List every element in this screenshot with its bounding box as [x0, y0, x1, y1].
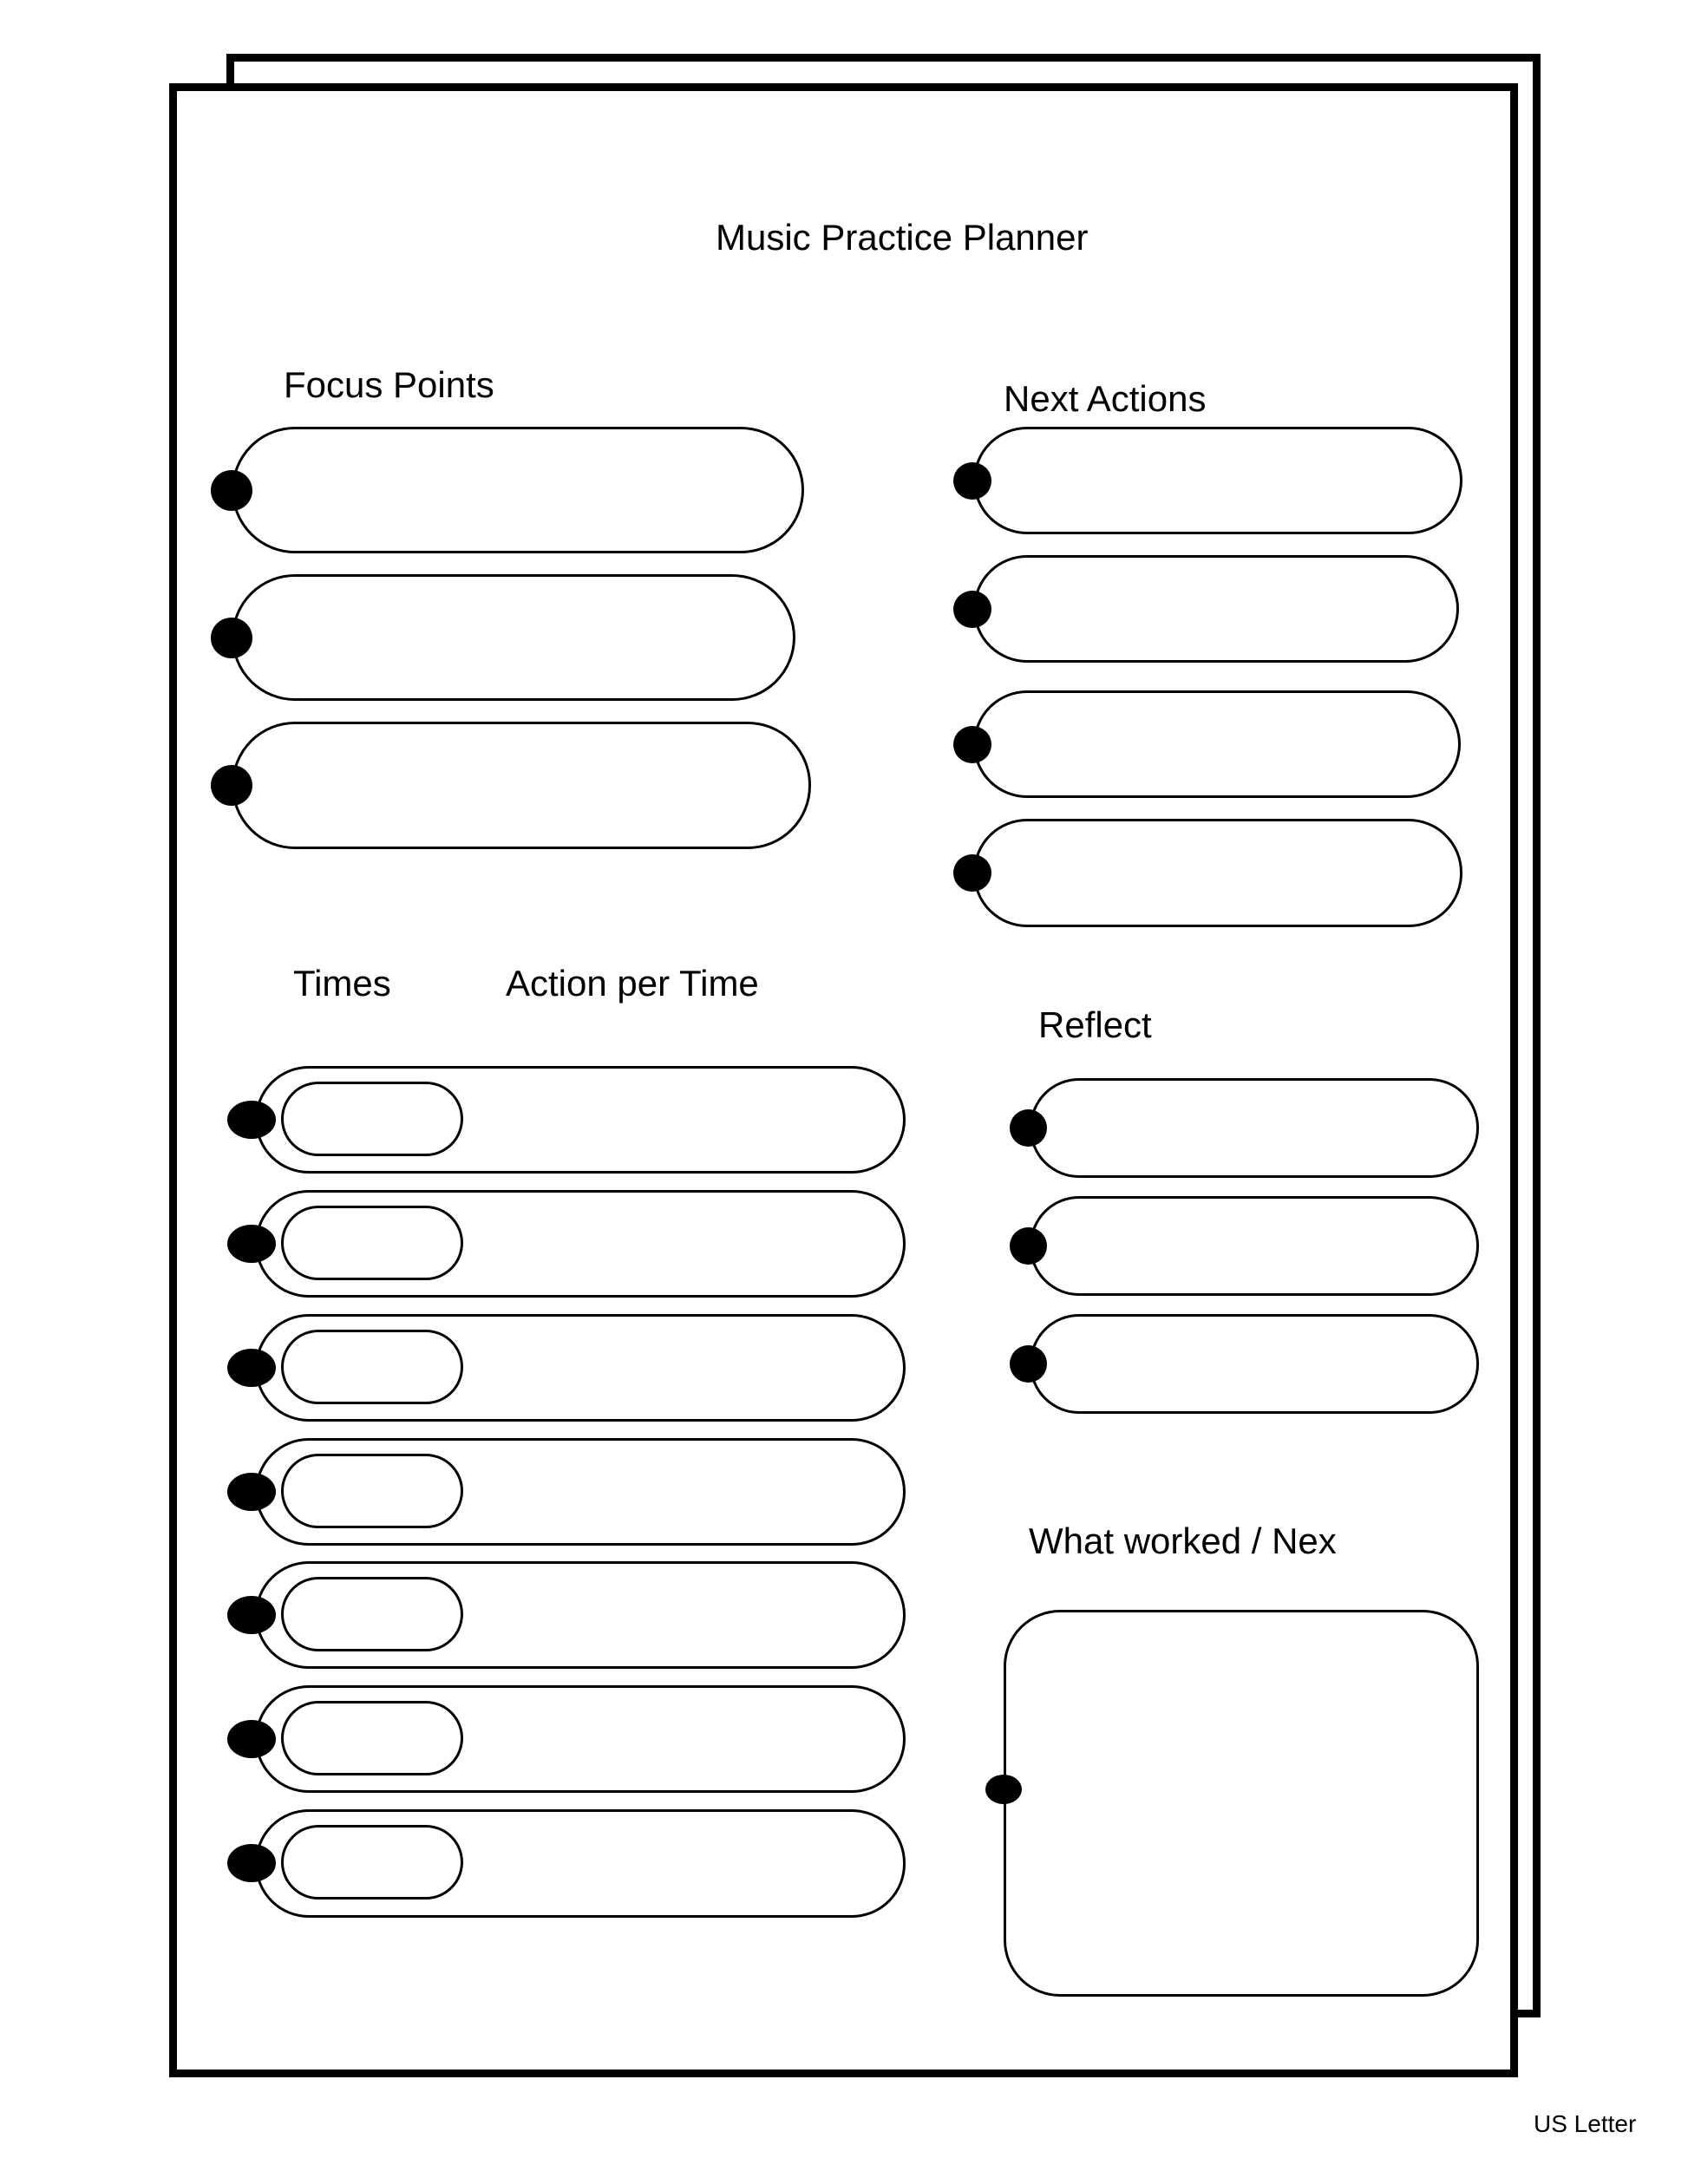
- reflect-bullet-dot: [1010, 1227, 1047, 1265]
- next-action-bullet-dot: [953, 591, 991, 628]
- next-action-bullet-dot: [953, 854, 991, 892]
- reflect-slot[interactable]: [1030, 1196, 1479, 1296]
- time-field[interactable]: [281, 1454, 463, 1528]
- page-size-label: US Letter: [1534, 2110, 1637, 2137]
- times-bullet-dot: [227, 1349, 276, 1387]
- next-action-bullet-dot: [953, 726, 991, 763]
- times-bullet-dot: [227, 1225, 276, 1263]
- times-bullet-dot: [227, 1720, 276, 1758]
- next-action-bullet-dot: [953, 462, 991, 500]
- reflect-bullet-dot: [1010, 1345, 1047, 1383]
- times-bullet-dot: [227, 1101, 276, 1139]
- focus-bullet-dot: [211, 618, 252, 658]
- reflect-bullet-dot: [1010, 1109, 1047, 1147]
- next-action-slot[interactable]: [973, 690, 1461, 798]
- focus-bullet-dot: [211, 470, 252, 511]
- time-field[interactable]: [281, 1577, 463, 1651]
- time-field[interactable]: [281, 1330, 463, 1404]
- what-worked-bullet-dot: [985, 1775, 1022, 1804]
- time-field[interactable]: [281, 1825, 463, 1900]
- times-bullet-dot: [227, 1596, 276, 1634]
- action-per-time-heading: Action per Time: [506, 963, 759, 1004]
- time-field[interactable]: [281, 1701, 463, 1775]
- focus-slot[interactable]: [232, 427, 804, 553]
- what-worked-notes-box[interactable]: [1004, 1610, 1479, 1997]
- time-field[interactable]: [281, 1206, 463, 1280]
- reflect-slot[interactable]: [1030, 1314, 1479, 1414]
- times-bullet-dot: [227, 1844, 276, 1882]
- times-bullet-dot: [227, 1473, 276, 1511]
- reflect-slot[interactable]: [1030, 1078, 1479, 1178]
- next-action-slot[interactable]: [973, 427, 1462, 534]
- times-heading: Times: [293, 963, 391, 1004]
- focus-points-heading: Focus Points: [284, 364, 494, 405]
- next-action-slot[interactable]: [973, 819, 1462, 927]
- focus-slot[interactable]: [232, 722, 811, 849]
- page-title: Music Practice Planner: [716, 217, 1089, 258]
- focus-bullet-dot: [211, 765, 252, 806]
- time-field[interactable]: [281, 1082, 463, 1156]
- reflect-heading: Reflect: [1038, 1004, 1152, 1045]
- what-worked-heading: What worked / Nex: [1029, 1520, 1337, 1561]
- next-action-slot[interactable]: [973, 555, 1459, 663]
- focus-slot[interactable]: [232, 574, 795, 701]
- next-actions-heading: Next Actions: [1004, 378, 1207, 419]
